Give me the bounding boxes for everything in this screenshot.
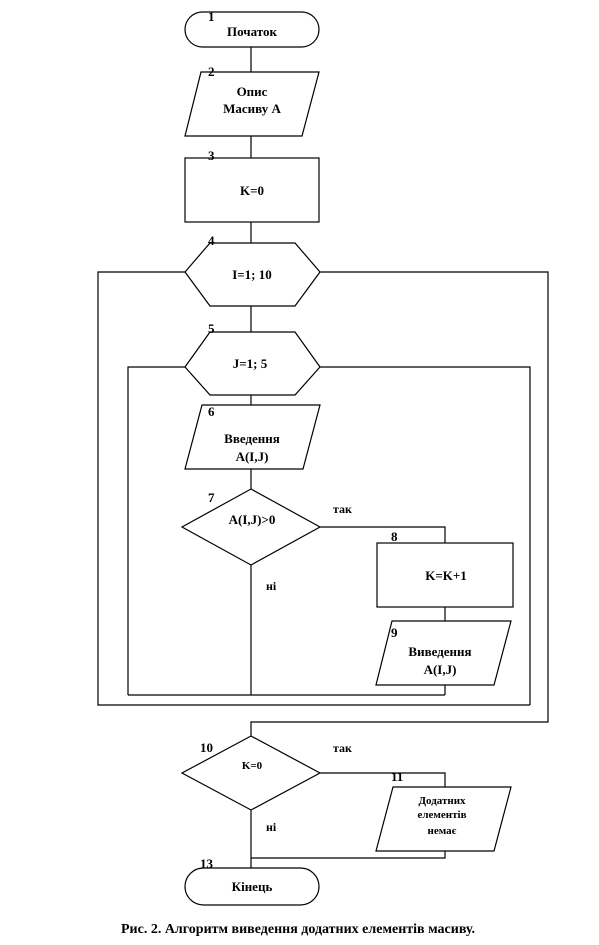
label-array-line2: Масиву A	[223, 101, 281, 116]
connectors	[97, 47, 549, 868]
label-k-increment: K=K+1	[425, 568, 467, 583]
label-message-line2: елементів	[417, 809, 466, 821]
io-output-element	[375, 620, 512, 686]
branch-label-10-yes: так	[333, 741, 352, 755]
block-number-7: 7	[208, 490, 215, 505]
block-number-10: 10	[200, 740, 213, 755]
block-numbers: 1 2 3 4 5 6 7 8 9 10 11 13	[200, 9, 403, 871]
figure-caption: Рис. 2. Алгоритм виведення додатних елем…	[121, 922, 475, 937]
label-start: Початок	[227, 24, 277, 39]
block-number-1: 1	[208, 9, 215, 24]
block-number-3: 3	[208, 148, 215, 163]
block-number-2: 2	[208, 64, 215, 79]
loop-j-header	[184, 331, 321, 396]
io-array-description	[184, 71, 320, 137]
loop-i-return	[97, 271, 530, 706]
block-number-5: 5	[208, 321, 215, 336]
block-number-11: 11	[391, 769, 403, 784]
label-output-line1: Виведення	[408, 644, 471, 659]
loop-j-return	[127, 366, 185, 695]
branch-label-7-yes: так	[333, 502, 352, 516]
decision-positive	[180, 488, 322, 566]
label-input-line1: Введення	[224, 431, 280, 446]
label-array-line1: Опис	[237, 84, 268, 99]
connector-10-yes	[320, 772, 446, 787]
block-number-8: 8	[391, 529, 398, 544]
branch-labels: так ні так ні	[266, 502, 352, 834]
connector-7-yes	[320, 526, 446, 543]
label-decision-positive: A(I,J)>0	[229, 512, 276, 527]
label-input-line2: A(I,J)	[236, 449, 269, 464]
block-number-4: 4	[208, 233, 215, 248]
label-loop-i: I=1; 10	[232, 267, 272, 282]
terminator-start	[184, 11, 320, 48]
block-labels: Початок Опис Масиву A K=0 I=1; 10 J=1; 5…	[223, 24, 471, 894]
connector-11-out	[251, 851, 446, 859]
block-number-9: 9	[391, 625, 398, 640]
label-message-line1: Додатних	[418, 795, 466, 807]
shapes	[180, 11, 514, 906]
label-loop-j: J=1; 5	[233, 356, 268, 371]
label-k-init: K=0	[240, 183, 264, 198]
loop-i-header	[184, 242, 321, 307]
loop-j-exit	[320, 366, 531, 705]
branch-label-7-no: ні	[266, 579, 277, 593]
label-output-line2: A(I,J)	[424, 662, 457, 677]
process-k-increment	[376, 542, 514, 608]
io-no-positive-message	[375, 786, 512, 852]
block-number-13: 13	[200, 856, 214, 871]
block-number-6: 6	[208, 404, 215, 419]
label-decision-k-zero: K=0	[242, 760, 263, 772]
decision-k-zero	[180, 735, 322, 811]
label-message-line3: немає	[428, 825, 457, 837]
process-k-init	[184, 157, 320, 223]
terminator-end	[184, 867, 320, 906]
io-input-element	[184, 404, 321, 470]
label-end: Кінець	[232, 879, 273, 894]
loop-i-exit	[250, 271, 549, 736]
branch-label-10-no: ні	[266, 820, 277, 834]
